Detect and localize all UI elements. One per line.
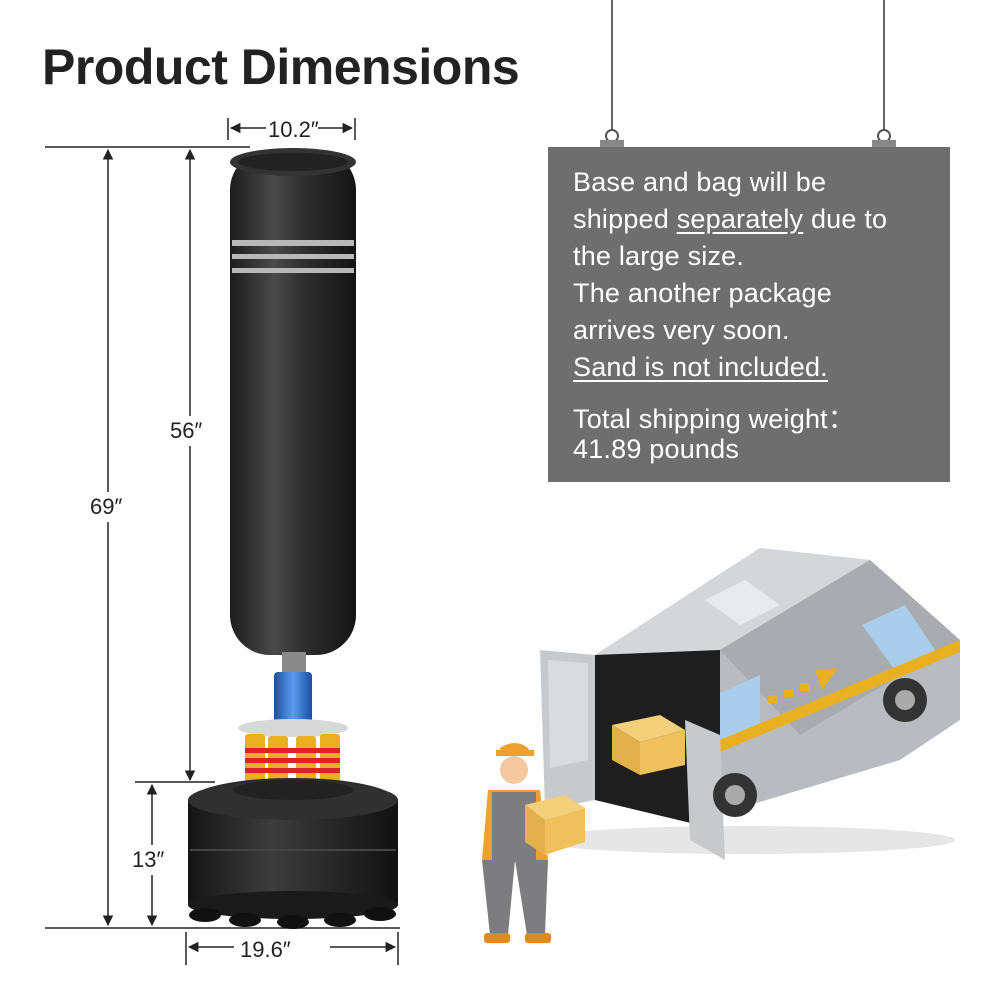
carried-box bbox=[525, 795, 585, 855]
sign-line-3: the large size. bbox=[573, 241, 745, 271]
sign-line-8: 41.89 pounds bbox=[573, 434, 740, 464]
shipping-info-sign: Base and bag will be shipped separately … bbox=[548, 147, 950, 482]
sign-line-6: Sand is not included. bbox=[573, 352, 828, 382]
sign-hangers bbox=[600, 0, 896, 148]
sign-line-1: Base and bag will be bbox=[573, 167, 827, 197]
delivery-van-illustration bbox=[535, 548, 960, 860]
sign-line-4: The another package bbox=[573, 278, 832, 308]
page-title: Product Dimensions bbox=[42, 39, 520, 95]
base-width-label: 19.6″ bbox=[240, 937, 291, 962]
sign-line-2-underlined: separately bbox=[676, 204, 804, 234]
box-in-van bbox=[612, 715, 685, 775]
sign-line-7: Total shipping weight： bbox=[573, 404, 856, 434]
sign-line-2: shipped separately due to bbox=[573, 204, 887, 235]
base-height-label: 13″ bbox=[132, 845, 165, 875]
bag-width-label: 10.2″ bbox=[268, 117, 319, 142]
delivery-worker-illustration bbox=[482, 743, 585, 943]
spring-assembly bbox=[245, 734, 340, 784]
sign-line-2a: shipped bbox=[573, 204, 677, 234]
sign-line-2c: due to bbox=[803, 204, 888, 234]
sign-line-5: arrives very soon. bbox=[573, 315, 790, 345]
bag-height-label: 56″ bbox=[170, 416, 203, 446]
punching-bag bbox=[188, 148, 398, 929]
dimension-lines bbox=[45, 118, 400, 965]
total-height-label: 69″ bbox=[90, 492, 123, 522]
